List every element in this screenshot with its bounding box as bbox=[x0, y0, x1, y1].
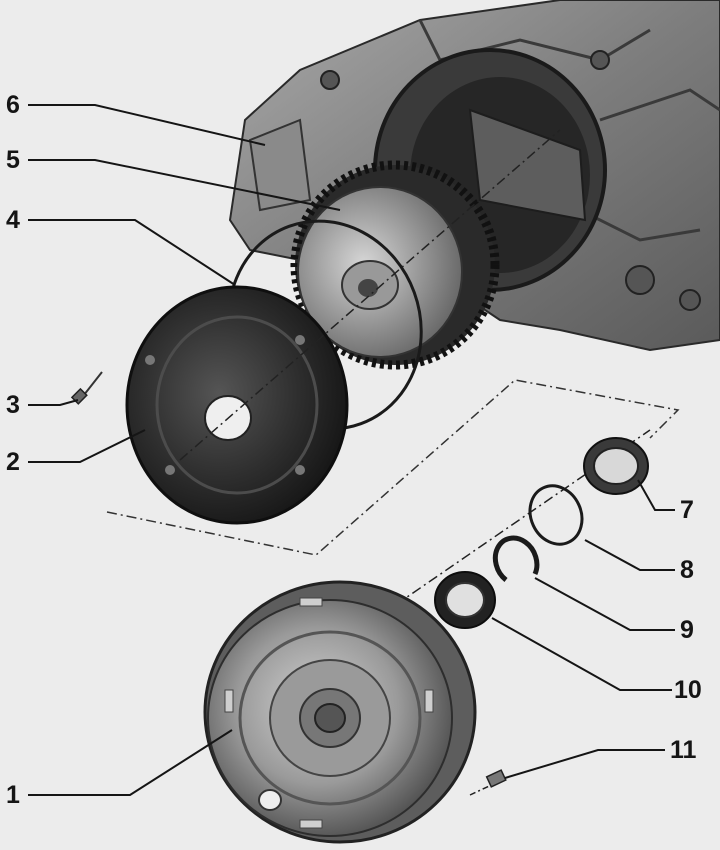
bolt bbox=[70, 371, 103, 405]
leader-line-3 bbox=[28, 399, 79, 406]
callout-6: 6 bbox=[6, 91, 20, 119]
callout-10: 10 bbox=[674, 676, 702, 704]
transmission-housing bbox=[228, 0, 720, 352]
leader-line-2 bbox=[28, 429, 146, 463]
seal-ring bbox=[583, 437, 649, 495]
callout-11: 11 bbox=[670, 736, 697, 764]
torque-converter bbox=[203, 580, 477, 844]
alignment-axis-line bbox=[179, 129, 561, 461]
leader-line-5 bbox=[28, 159, 341, 211]
leader-line-11 bbox=[504, 749, 665, 779]
callout-labels: 6 5 4 3 2 1 7 8 9 10 11 bbox=[6, 91, 702, 809]
callout-5: 5 bbox=[6, 146, 20, 174]
callout-9: 9 bbox=[680, 616, 694, 644]
shaft-seal bbox=[434, 571, 496, 629]
callout-8: 8 bbox=[680, 556, 694, 584]
o-ring bbox=[528, 484, 584, 546]
callout-7: 7 bbox=[680, 496, 694, 524]
leader-line-6 bbox=[28, 104, 266, 146]
circlip bbox=[492, 535, 540, 582]
leader-line-7 bbox=[637, 479, 675, 511]
callout-1: 1 bbox=[6, 781, 20, 809]
leader-line-8 bbox=[584, 539, 675, 571]
kit-boundary-line bbox=[106, 379, 680, 556]
leader-line-10 bbox=[491, 617, 672, 691]
callout-2: 2 bbox=[6, 448, 20, 476]
callout-4: 4 bbox=[6, 206, 20, 234]
callout-3: 3 bbox=[6, 391, 20, 419]
leader-lines bbox=[28, 104, 675, 796]
leader-line-9 bbox=[534, 577, 675, 631]
leader-line-1 bbox=[28, 729, 233, 796]
drain-plug-screw bbox=[469, 769, 507, 796]
leader-line-4 bbox=[28, 219, 236, 286]
converter-cover bbox=[125, 285, 349, 525]
